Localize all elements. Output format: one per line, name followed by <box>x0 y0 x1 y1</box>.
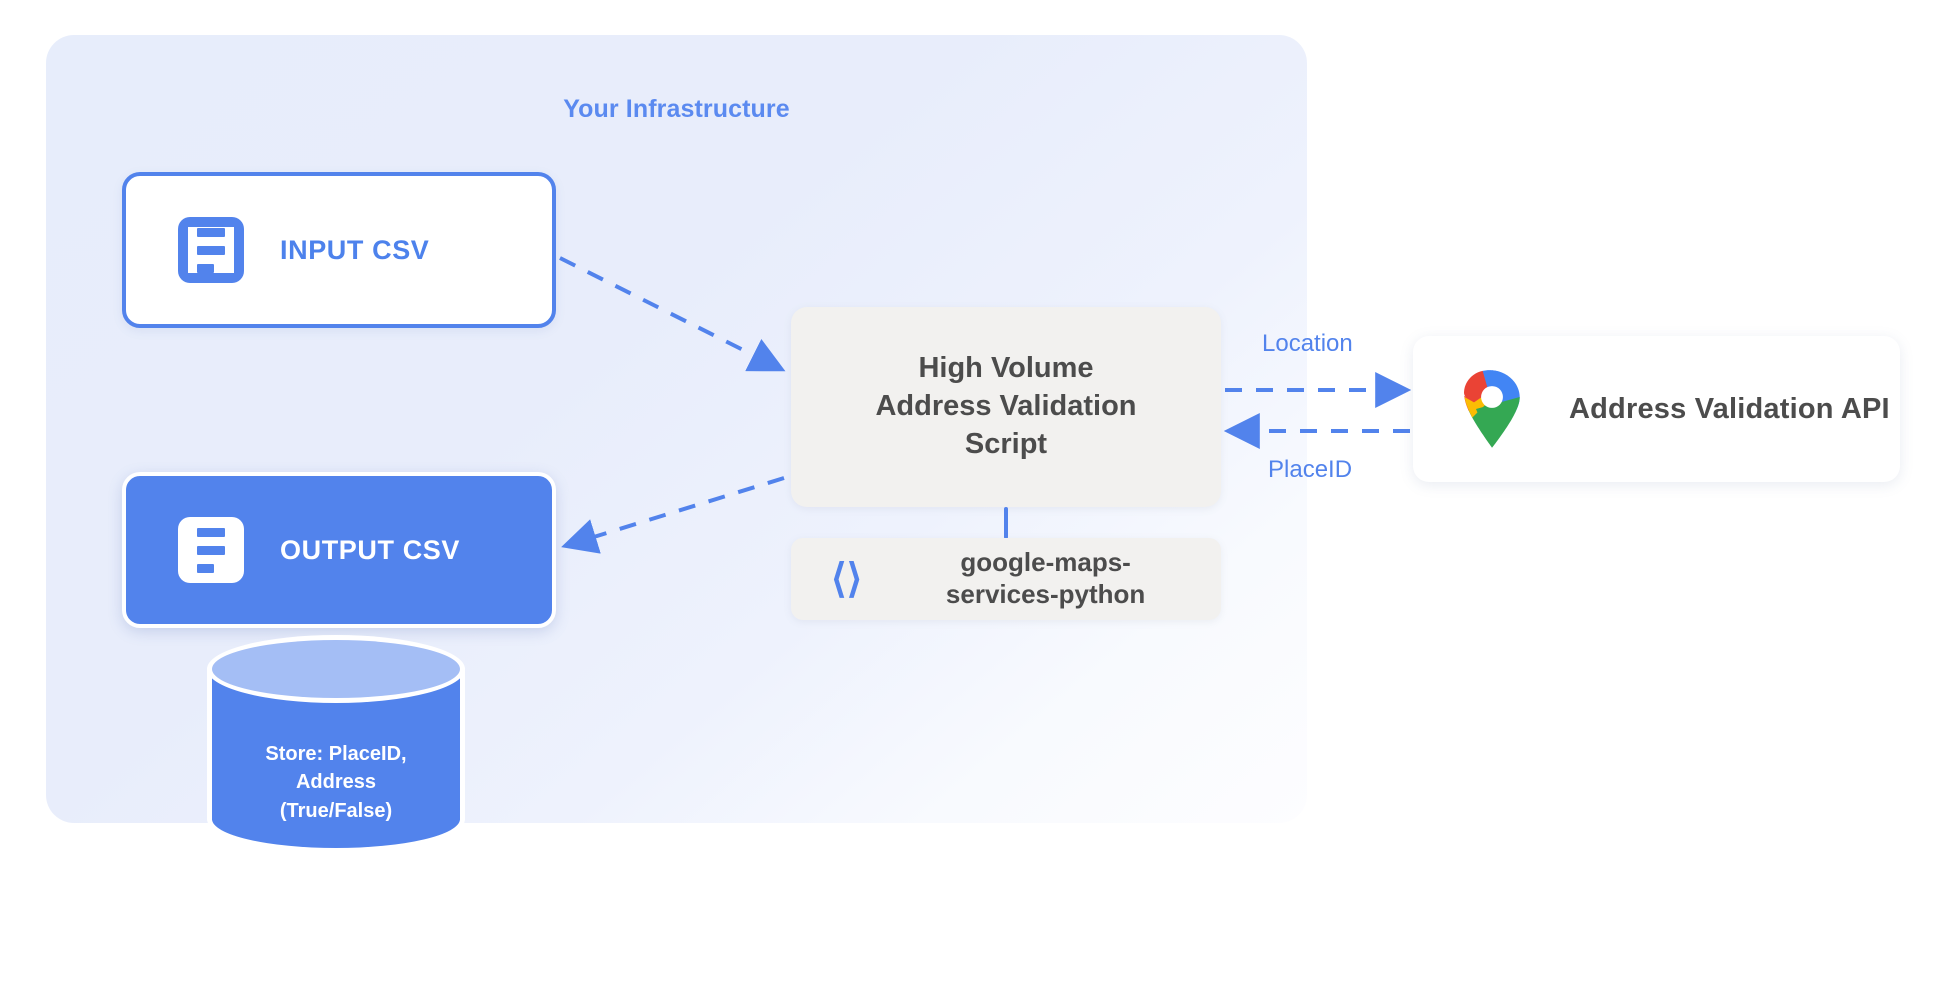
edge-label-location: Location <box>1262 330 1353 357</box>
node-validation-script-line1: High Volume <box>918 352 1094 385</box>
node-validation-script-line2: Address Validation <box>875 390 1137 423</box>
node-address-validation-api-label: Address Validation API <box>1569 392 1890 425</box>
connector-script-to-library <box>1004 507 1008 539</box>
document-icon <box>178 217 244 283</box>
database-top-ellipse <box>212 640 460 698</box>
node-output-csv-label: OUTPUT CSV <box>280 534 461 565</box>
database-label-line2: Address <box>295 771 377 794</box>
node-input-csv[interactable]: INPUT CSV <box>122 172 556 328</box>
node-input-csv-label: INPUT CSV <box>280 234 430 265</box>
node-validation-script-line3: Script <box>964 427 1048 460</box>
node-address-validation-api[interactable]: Address Validation API <box>1413 336 1900 482</box>
code-brackets-icon: ⟨ ⟩ <box>831 557 862 601</box>
document-icon <box>178 517 244 583</box>
node-validation-script[interactable]: High Volume Address Validation Script <box>791 307 1221 507</box>
infrastructure-panel-title: Your Infrastructure <box>563 95 790 123</box>
google-maps-pin-icon <box>1464 370 1520 448</box>
edge-label-placeid: PlaceID <box>1268 456 1353 483</box>
node-database-store[interactable]: Store: PlaceID, Address (True/False) <box>207 640 465 852</box>
node-output-csv[interactable]: OUTPUT CSV <box>122 472 556 628</box>
node-library-line1: google-maps- <box>960 547 1131 578</box>
node-library-google-maps-services-python[interactable]: ⟨ ⟩ google-maps- services-python <box>791 538 1221 620</box>
node-library-line2: services-python <box>945 579 1146 609</box>
database-label-line1: Store: PlaceID, <box>265 743 407 765</box>
database-label-line3: (True/False) <box>279 799 393 822</box>
